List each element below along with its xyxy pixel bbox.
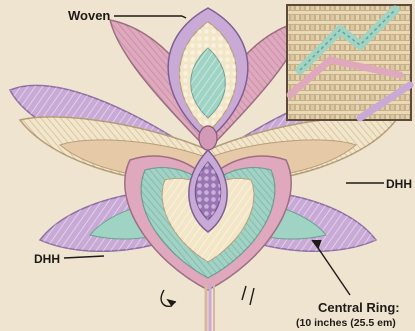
label-dhh-left: DHH [34,252,60,266]
label-dhh-right: DHH [386,177,412,191]
center-bud [189,126,227,232]
tassel-stem [206,285,214,331]
label-woven: Woven [68,8,110,23]
label-central-ring-title: Central Ring: [318,300,400,315]
label-central-ring-detail: (10 inches (25.5 em) [296,317,396,329]
weave-detail-inset [287,5,411,120]
